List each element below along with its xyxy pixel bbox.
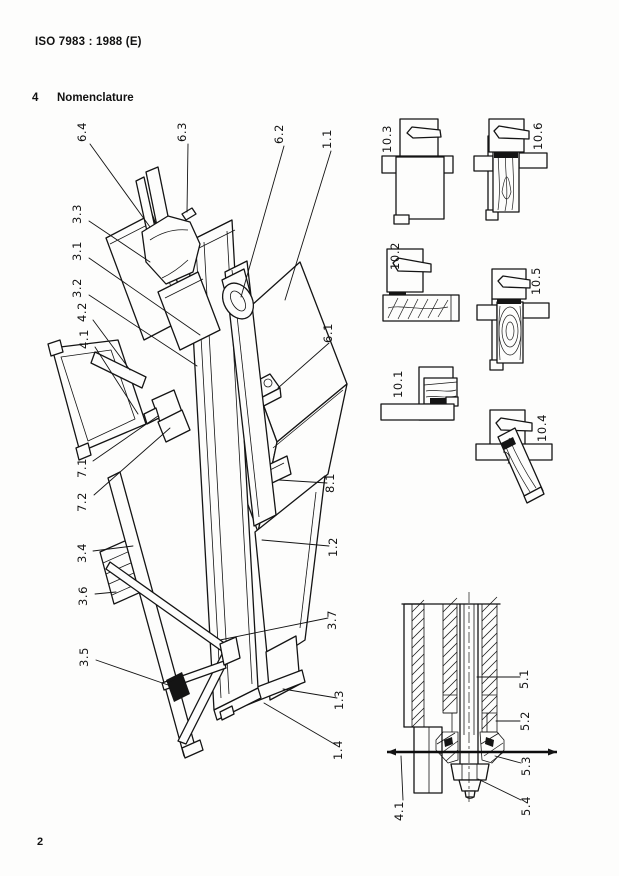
callout-3-1: 3.1: [70, 241, 84, 261]
detail-figure-10-1: 10.1: [380, 366, 459, 421]
callout-4-1: 4.1: [77, 329, 91, 349]
callout-10-4: 10.4: [535, 414, 549, 442]
callout-1-2: 1.2: [326, 537, 340, 557]
section-callout-labels: 5.1 5.2 5.3 5.4 4.1: [392, 669, 533, 821]
callout-10-1: 10.1: [391, 370, 405, 398]
detail-figure-10-4: 10.4: [475, 409, 553, 504]
callout-8-1: 8.1: [323, 473, 337, 493]
callout-10-5: 10.5: [529, 267, 543, 295]
blade-shaft-section-figure: 5.1 5.2 5.3 5.4 4.1: [387, 592, 557, 821]
callout-6-3: 6.3: [175, 122, 189, 142]
callout-6-4: 6.4: [75, 122, 89, 142]
callout-4-2: 4.2: [75, 302, 89, 322]
main-figure: 6.4 6.3 6.2 1.1 3.3 3.1 3.2 4.2 4.1 7.1 …: [47, 122, 348, 760]
callout-3-7: 3.7: [325, 610, 339, 630]
section-number: 4: [32, 92, 39, 104]
workpiece-10-5: [496, 301, 524, 364]
callout-10-2: 10.2: [388, 242, 402, 270]
callout-6-2: 6.2: [272, 124, 286, 144]
callout-1-4: 1.4: [331, 740, 345, 760]
workpiece-10-2: [382, 294, 460, 322]
callout-6-1: 6.1: [321, 323, 335, 343]
callout-10-3: 10.3: [380, 125, 394, 153]
callout-1-1: 1.1: [320, 129, 334, 149]
callout-7-1: 7.1: [75, 458, 89, 478]
callout-5-1: 5.1: [517, 669, 531, 689]
section-title: Nomenclature: [57, 92, 134, 104]
callout-3-5: 3.5: [77, 647, 91, 667]
callout-labels: 6.4 6.3 6.2 1.1 3.3 3.1 3.2 4.2 4.1 7.1 …: [70, 122, 346, 760]
saw-guard-assembly: [135, 166, 221, 351]
callout-10-6: 10.6: [531, 122, 545, 150]
callout-4-1-section: 4.1: [392, 801, 406, 821]
callout-3-2: 3.2: [70, 278, 84, 298]
crosscut-fence-frame: [47, 339, 191, 461]
detail-figure-10-2: 10.2: [382, 242, 460, 322]
detail-figure-10-6: 10.6: [473, 118, 548, 221]
callout-1-3: 1.3: [332, 690, 346, 710]
callout-7-2: 7.2: [75, 492, 89, 512]
section-heading: 4 Nomenclature: [32, 92, 134, 104]
detail-figure-10-3: 10.3: [380, 118, 454, 225]
detail-figure-10-5: 10.5: [476, 267, 550, 371]
callout-3-4: 3.4: [75, 543, 89, 563]
callout-3-3: 3.3: [70, 204, 84, 224]
handle-grip: [221, 282, 255, 320]
page-number: 2: [37, 836, 44, 848]
callout-5-4: 5.4: [519, 796, 533, 816]
rip-fence: [221, 260, 277, 527]
callout-leaders: [88, 143, 338, 746]
callout-5-2: 5.2: [518, 711, 532, 731]
callout-5-3: 5.3: [519, 756, 533, 776]
support-rail-assembly: [99, 471, 241, 759]
callout-3-6: 3.6: [76, 586, 90, 606]
standard-reference: ISO 7983 : 1988 (E): [35, 36, 142, 48]
section-callout-leaders: [400, 676, 522, 801]
